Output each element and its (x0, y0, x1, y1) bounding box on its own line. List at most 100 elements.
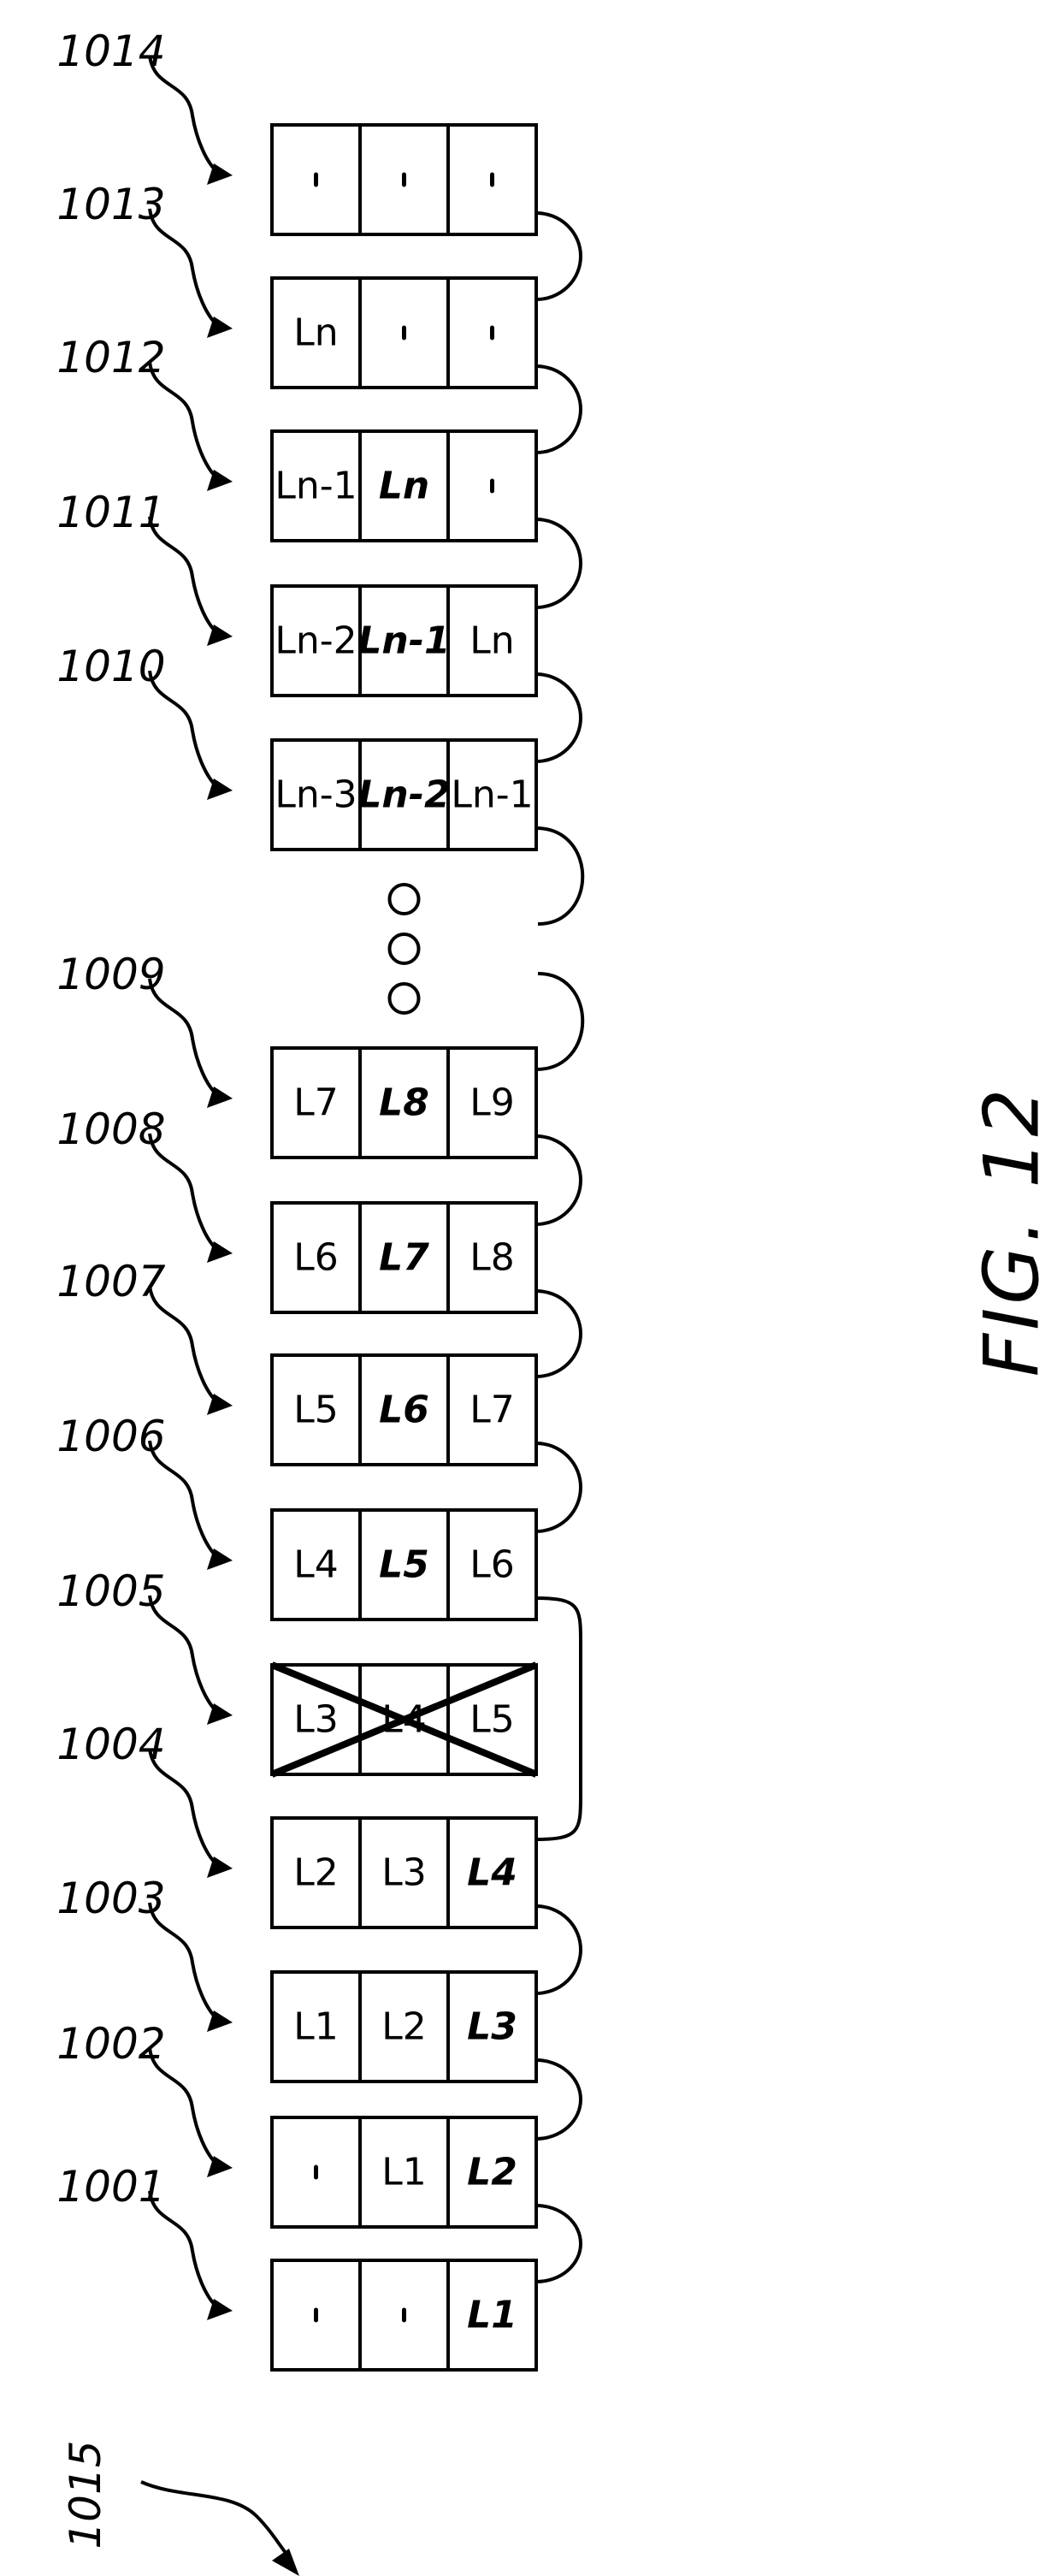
cell-label: L8 (379, 1081, 429, 1125)
ellipsis-dot-icon (390, 934, 419, 963)
ellipsis-dot-icon (390, 984, 419, 1013)
cell-label: L6 (293, 1236, 339, 1280)
cell-label: L7 (379, 1236, 429, 1280)
chain-link (536, 519, 581, 607)
ref-label-1014: 1014 (56, 27, 233, 185)
ref-label-1006: 1006 (56, 1412, 233, 1570)
ref-label-1010: 1010 (56, 642, 233, 800)
ref-number: 1004 (56, 1720, 165, 1769)
ref-label-1012: 1012 (56, 333, 233, 491)
buffer-block-1013: Ln (272, 278, 536, 388)
links-layer (536, 213, 582, 2282)
bypass-link (536, 1598, 581, 1839)
cell-label: L2 (381, 2005, 427, 2049)
cell-label: Ln-2 (275, 619, 357, 663)
ref-number: 1011 (56, 488, 165, 537)
cell-label: L1 (381, 2151, 427, 2194)
cell-label: L4 (293, 1543, 339, 1587)
buffer-block-1008: L6 L7 L8 (272, 1203, 536, 1312)
buffer-block-1004: L2 L3 L4 (272, 1818, 536, 1928)
cell-label: L1 (467, 2294, 517, 2337)
ref-number: 1002 (56, 2019, 165, 2069)
cell-label: L6 (379, 1389, 429, 1432)
chain-link (536, 213, 581, 299)
ref-label-1008: 1008 (56, 1104, 233, 1263)
cell-label: L5 (379, 1543, 429, 1587)
rotated-figure: L1L1L2L1L2L3L2L3L4L3L4L5L4L5L6L5L6L7L6L7… (56, 27, 1055, 2576)
figure-caption: FIG. 12 (968, 1086, 1056, 1377)
ref-number: 1006 (56, 1412, 165, 1461)
overall-ref-leader-arrow (141, 2482, 291, 2559)
cell-label: Ln (469, 619, 514, 663)
cell-label: L5 (293, 1389, 339, 1432)
buffer-block-1003: L1 L2 L3 (272, 1972, 536, 2082)
overall-ref-arrowhead-icon (272, 2549, 299, 2576)
ref-label-1002: 1002 (56, 2019, 233, 2177)
buffer-block-1014 (272, 125, 536, 234)
chain-link (536, 1443, 581, 1531)
cell-label: L3 (381, 1851, 427, 1895)
ref-label-1005: 1005 (56, 1566, 233, 1725)
ellipsis-dot-icon (390, 885, 419, 914)
cell-label: Ln-1 (275, 465, 357, 508)
cell-label: Ln (379, 465, 429, 508)
ref-number: 1001 (56, 2162, 165, 2212)
ref-label-1011: 1011 (56, 488, 233, 646)
cell-label: Ln-1 (451, 773, 533, 817)
ref-number: 1008 (56, 1104, 165, 1154)
ref-label-1009: 1009 (56, 950, 233, 1108)
buffer-block-1006: L4 L5 L6 (272, 1510, 536, 1620)
cell-label: L7 (293, 1081, 339, 1125)
ref-label-1004: 1004 (56, 1720, 233, 1878)
overall-reference: 1015 (61, 2440, 299, 2576)
buffer-block-1001: L1 (272, 2260, 536, 2370)
chain-link (536, 2060, 581, 2139)
chain-link (536, 1136, 581, 1224)
cell-label: L3 (293, 1698, 339, 1742)
ref-number: 1005 (56, 1566, 165, 1616)
ellipsis (390, 885, 419, 1013)
chain-link (536, 2206, 581, 2282)
chain-link (536, 1906, 581, 1993)
cell-label: Ln-3 (275, 773, 357, 817)
ref-label-1013: 1013 (56, 180, 233, 338)
buffer-block-1007: L5 L6 L7 (272, 1355, 536, 1465)
cell-label: L7 (469, 1389, 515, 1432)
cell-label: Ln-1 (357, 619, 450, 663)
cell-label: L1 (293, 2005, 339, 2049)
cell-label: L4 (467, 1851, 517, 1895)
cell-label: L3 (467, 2005, 517, 2049)
buffer-block-1005: L3L4L5 (272, 1665, 536, 1774)
buffer-block-1010: Ln-3Ln-2Ln-1 (272, 740, 536, 850)
ref-number: 1009 (56, 950, 165, 999)
ref-number: 1012 (56, 333, 165, 382)
ref-number: 1013 (56, 180, 165, 229)
ref-number: 1007 (56, 1257, 165, 1306)
chain-link (536, 674, 581, 761)
buffer-block-1002: L1 L2 (272, 2117, 536, 2227)
ref-label-1003: 1003 (56, 1874, 233, 2032)
cell-label: Ln (293, 311, 338, 355)
chain-link (536, 366, 581, 453)
buffer-block-1009: L7 L8 L9 (272, 1048, 536, 1158)
blocks-layer: L1L1L2L1L2L3L2L3L4L3L4L5L4L5L6L5L6L7L6L7… (272, 125, 536, 2370)
overall-ref-label: 1015 (61, 2440, 110, 2549)
ref-number: 1014 (56, 27, 165, 76)
chain-link (536, 1291, 581, 1377)
cell-label: L2 (467, 2151, 517, 2194)
elided-link (536, 828, 582, 1069)
ref-number: 1003 (56, 1874, 165, 1923)
ref-number: 1010 (56, 642, 165, 691)
cell-label: L8 (469, 1236, 515, 1280)
ref-label-1001: 1001 (56, 2162, 233, 2320)
ref-label-1007: 1007 (56, 1257, 233, 1415)
cell-label: L2 (293, 1851, 339, 1895)
cell-label: L5 (469, 1698, 515, 1742)
cell-label: Ln-2 (357, 773, 450, 817)
labels-layer: 1001 1002 1003 1004 1005 1006 1007 1008 1009 1010… (56, 27, 233, 2320)
buffer-block-1011: Ln-2Ln-1 Ln (272, 586, 536, 696)
cell-label: L9 (469, 1081, 515, 1125)
cell-label: L6 (469, 1543, 515, 1587)
buffer-block-1012: Ln-1 Ln (272, 431, 536, 541)
